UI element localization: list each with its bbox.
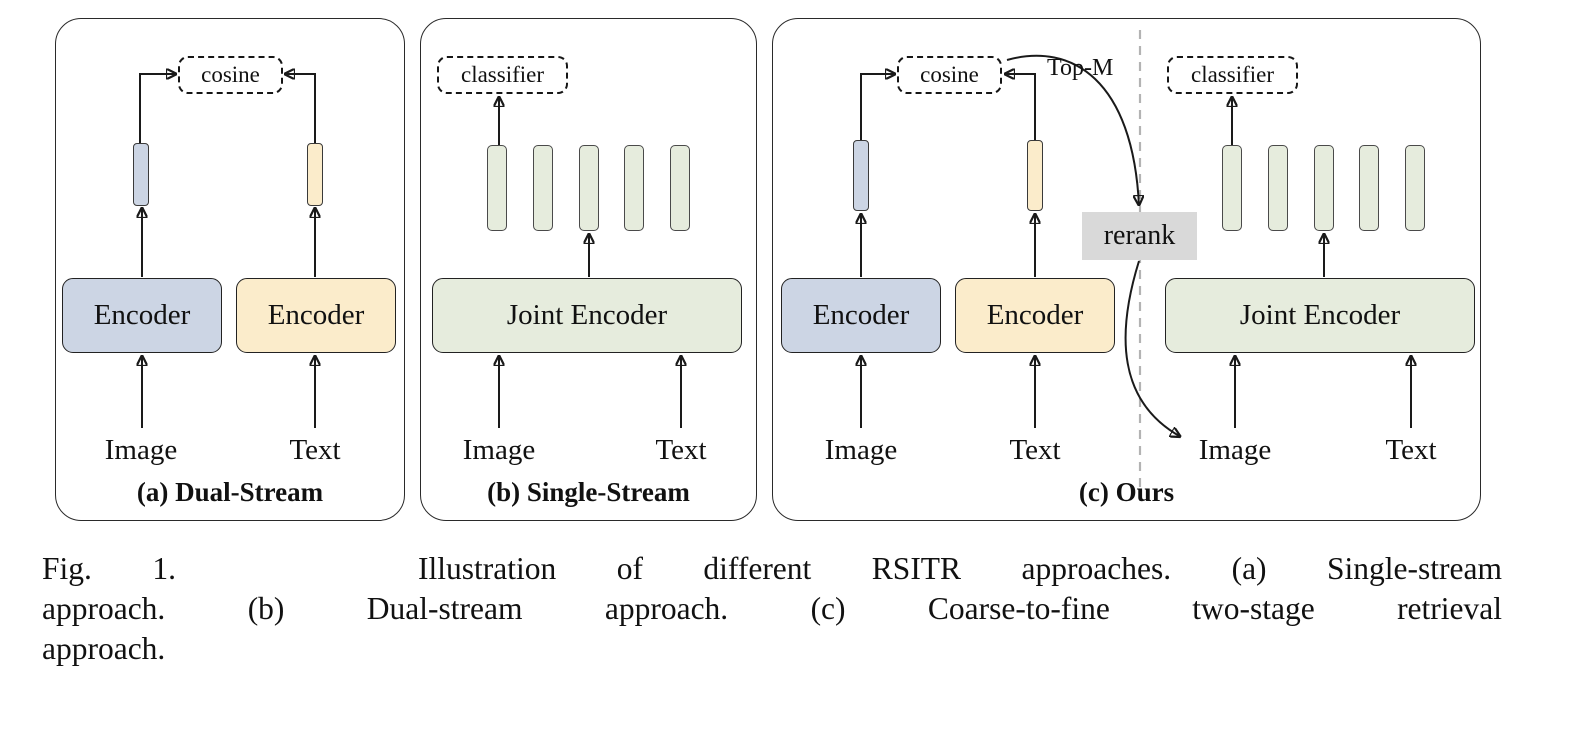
text-encoder-box-a: Encoder — [236, 278, 396, 353]
panel-single-stream — [420, 18, 757, 521]
image-input-label-a: Image — [104, 434, 178, 466]
text-input-label-b: Text — [655, 434, 707, 466]
rerank-label: rerank — [1103, 220, 1176, 251]
figure-caption-line-3: approach. — [42, 631, 166, 666]
image-encoder-label-c: Encoder — [812, 299, 910, 331]
classifier-box-b: classifier — [437, 56, 568, 94]
joint-encoder-label-b: Joint Encoder — [506, 299, 668, 331]
text-encoder-box-c: Encoder — [955, 278, 1115, 353]
token-bar — [533, 145, 553, 231]
figure-caption: Fig. 1. Illustration of different RSITR … — [42, 549, 1502, 669]
rerank-box: rerank — [1082, 212, 1197, 260]
token-bar — [487, 145, 507, 231]
cosine-label-c: cosine — [920, 62, 979, 87]
stage2-image-input-label-c: Image — [1198, 434, 1272, 466]
token-bar — [579, 145, 599, 231]
image-encoder-label-a: Encoder — [93, 299, 191, 331]
figure-caption-line-2: approach. (b) Dual-stream approach. (c) … — [42, 591, 1502, 626]
image-encoder-box-a: Encoder — [62, 278, 222, 353]
panel-ours — [772, 18, 1481, 521]
token-bar — [670, 145, 690, 231]
joint-encoder-label-c: Joint Encoder — [1239, 299, 1401, 331]
panel-dual-stream — [55, 18, 405, 521]
classifier-label-c: classifier — [1190, 62, 1274, 87]
stage2-text-input-label-c: Text — [1385, 434, 1437, 466]
cosine-box-a: cosine — [178, 56, 283, 94]
figure-caption-line-1: Fig. 1. Illustration of different RSITR … — [42, 551, 1502, 586]
image-input-label-b: Image — [462, 434, 536, 466]
classifier-box-c: classifier — [1167, 56, 1298, 94]
top-m-label: Top-M — [1047, 55, 1114, 81]
stage1-text-input-label-c: Text — [1009, 434, 1061, 466]
token-bar — [1405, 145, 1425, 231]
token-bar — [1222, 145, 1242, 231]
token-bar — [1268, 145, 1288, 231]
text-encoder-label-a: Encoder — [267, 299, 365, 331]
panel-caption-a: (a) Dual-Stream — [136, 477, 324, 507]
text-encoder-label-c: Encoder — [986, 299, 1084, 331]
token-bar — [1359, 145, 1379, 231]
token-bar — [624, 145, 644, 231]
joint-encoder-box-b: Joint Encoder — [432, 278, 742, 353]
image-encoder-box-c: Encoder — [781, 278, 941, 353]
panel-caption-c: (c) Ours — [1078, 477, 1175, 507]
text-input-label-a: Text — [289, 434, 341, 466]
image-feature-bar-c — [853, 140, 869, 211]
panel-caption-b: (b) Single-Stream — [487, 477, 690, 507]
joint-encoder-box-c: Joint Encoder — [1165, 278, 1475, 353]
text-feature-bar-a — [307, 143, 323, 206]
token-bar — [1314, 145, 1334, 231]
image-feature-bar-a — [133, 143, 149, 206]
classifier-label-b: classifier — [460, 62, 544, 87]
stage1-image-input-label-c: Image — [824, 434, 898, 466]
text-feature-bar-c — [1027, 140, 1043, 211]
cosine-label-a: cosine — [201, 62, 260, 87]
cosine-box-c: cosine — [897, 56, 1002, 94]
